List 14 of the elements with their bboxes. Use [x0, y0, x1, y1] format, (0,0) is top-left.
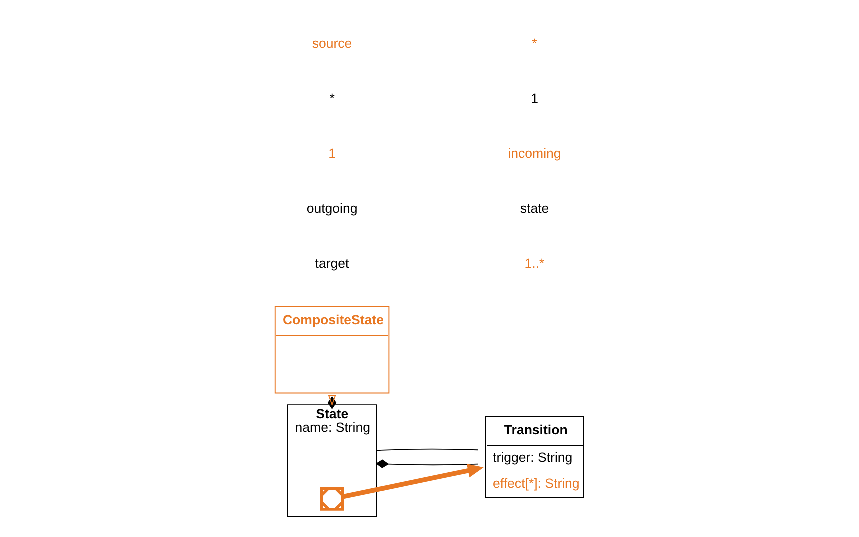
arrow — [342, 464, 484, 500]
connector — [376, 460, 479, 468]
cluster: State name: String — [287, 404, 378, 518]
label: target — [315, 256, 350, 272]
label: 1 — [531, 91, 538, 106]
label: * — [532, 36, 538, 52]
label: * — [330, 91, 335, 106]
label: 1..* — [524, 256, 545, 272]
label: outgoing — [306, 201, 358, 216]
label: 1 — [328, 146, 336, 162]
connector — [376, 448, 479, 452]
label: incoming — [508, 146, 562, 162]
label: state — [520, 201, 550, 216]
label: source — [312, 36, 352, 52]
